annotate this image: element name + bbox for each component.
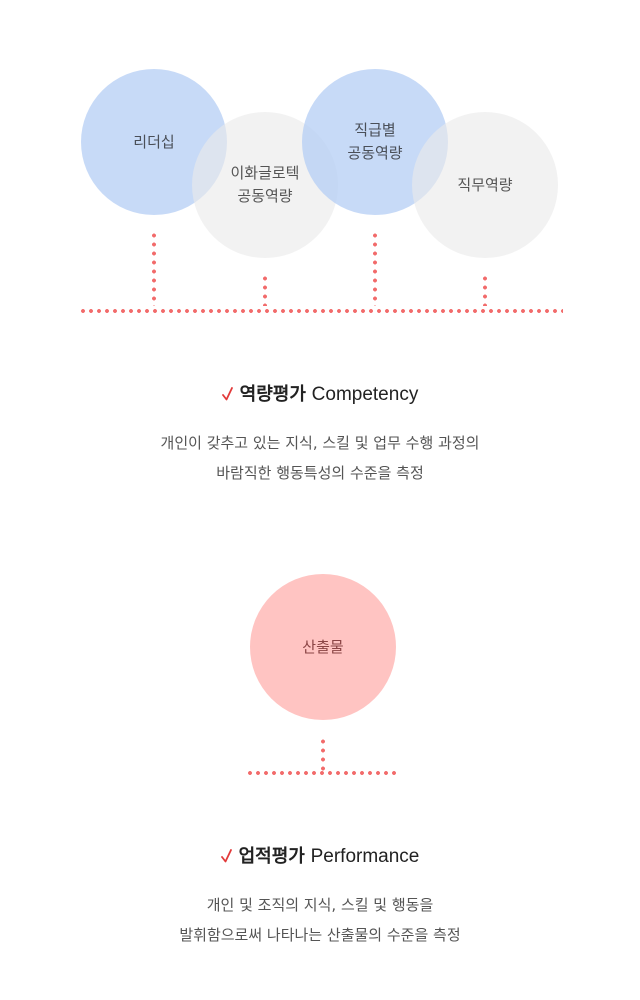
check-icon <box>220 849 232 863</box>
performance-title-en: Performance <box>310 846 420 867</box>
check-icon <box>221 387 233 401</box>
connector-job <box>483 274 487 306</box>
connector-leadership <box>152 231 156 306</box>
competency-description: 개인이 갖추고 있는 지식, 스킬 및 업무 수행 과정의 바람직한 행동특성의… <box>0 428 640 488</box>
connector-output <box>321 737 325 773</box>
competency-description-line: 개인이 갖추고 있는 지식, 스킬 및 업무 수행 과정의 <box>160 434 480 452</box>
performance-title-ko: 업적평가 <box>238 846 305 867</box>
competency-title-en: Competency <box>311 384 419 405</box>
performance-description-line: 개인 및 조직의 지식, 스킬 및 행동을 <box>206 896 434 914</box>
competency-heading: 역량평가 Competency <box>0 380 640 406</box>
performance-description: 개인 및 조직의 지식, 스킬 및 행동을 발휘함으로써 나타나는 산출물의 수… <box>0 890 640 950</box>
connector-grade-common <box>373 231 377 306</box>
performance-heading: 업적평가 Performance <box>0 842 640 868</box>
circle-leadership: 리더십 <box>81 69 227 215</box>
baseline-performance <box>246 771 400 775</box>
performance-description-line: 발휘함으로써 나타나는 산출물의 수준을 측정 <box>179 926 461 944</box>
circle-job-competency: 직무역량 <box>412 112 558 258</box>
connector-company-common <box>263 274 267 306</box>
competency-title-ko: 역량평가 <box>239 384 306 405</box>
competency-description-line: 바람직한 행동특성의 수준을 측정 <box>216 464 424 482</box>
baseline-competency <box>79 309 563 313</box>
circle-output: 산출물 <box>250 574 396 720</box>
